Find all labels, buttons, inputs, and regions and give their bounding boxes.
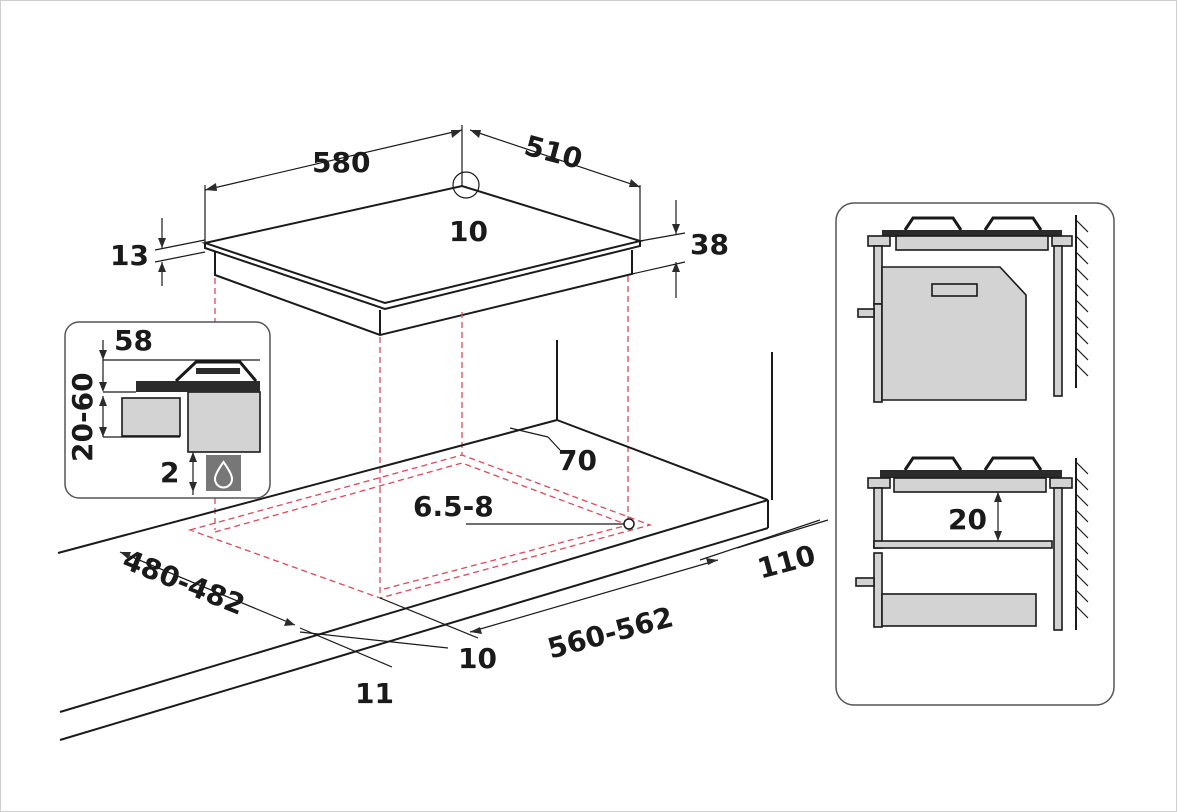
corner-radius-marker	[452, 171, 480, 199]
cutout-dimension-lines	[119, 427, 829, 668]
dim-top-height: 58	[114, 324, 153, 357]
dim-edge-offset-side: 11	[355, 677, 394, 710]
dim-wall-clearance: 110	[754, 539, 819, 586]
shelf	[873, 540, 1053, 549]
cabinet-block	[187, 391, 261, 453]
drawer-box	[881, 593, 1037, 627]
dim-gap: 2	[160, 456, 179, 489]
hob-body	[201, 184, 644, 337]
gas-inlet-hole	[623, 518, 635, 530]
dim-gas-inlet: 6.5-8	[413, 490, 494, 523]
dim-clearance: 20	[948, 503, 987, 536]
dim-cutout-depth: 480-482	[118, 543, 250, 622]
side-panel	[121, 397, 181, 437]
worktop	[57, 340, 773, 741]
dim-edge-offset-front: 10	[458, 642, 497, 675]
dim-hob-depth: 510	[521, 129, 586, 176]
dim-rear-clearance: 70	[558, 444, 597, 477]
hob-profile	[136, 381, 260, 392]
dim-hob-width: 580	[312, 146, 370, 179]
oven-install-scene	[857, 215, 1089, 403]
dim-worktop-thickness: 20-60	[66, 372, 99, 462]
cutout-outline	[187, 454, 653, 599]
inset-left-panel	[64, 321, 271, 499]
dim-glass-thickness: 13	[110, 239, 149, 272]
oven-box	[881, 266, 1027, 401]
dim-hob-height: 38	[690, 228, 729, 261]
dim-corner-radius: 10	[449, 215, 488, 248]
hob-dimension-lines	[154, 125, 686, 298]
drawer-install-scene	[855, 456, 1089, 631]
inset-right-panel	[835, 202, 1115, 706]
dim-cutout-width: 560-562	[544, 600, 677, 665]
